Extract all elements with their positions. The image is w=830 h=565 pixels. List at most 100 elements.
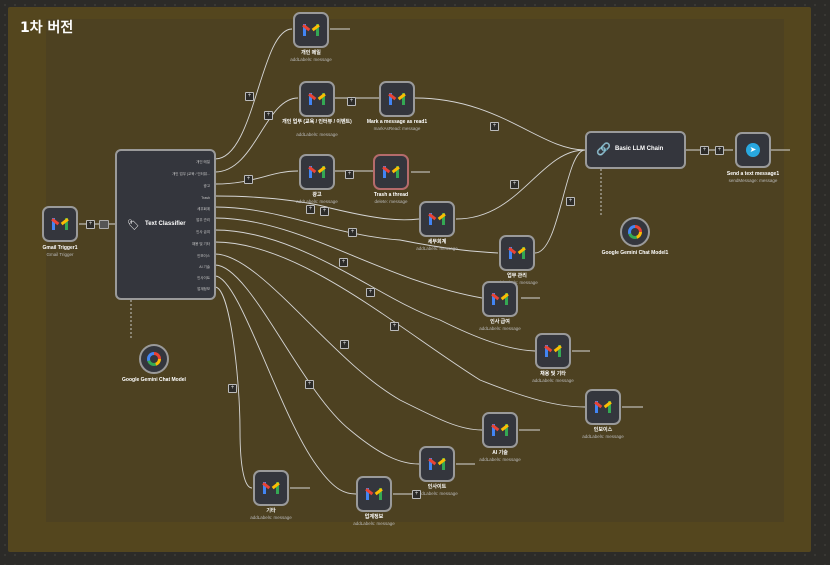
- plus-icon[interactable]: +: [700, 146, 709, 155]
- gmail-node-label: Mark a message as read1: [366, 119, 428, 125]
- gmail-trigger-node[interactable]: [42, 206, 78, 242]
- gemini-model-node[interactable]: [139, 344, 169, 374]
- gemini-icon: [628, 225, 642, 239]
- plus-icon[interactable]: +: [347, 97, 356, 106]
- gmail-node[interactable]: [585, 389, 621, 425]
- gmail-node-label: 업계정보: [364, 514, 384, 520]
- classifier-output-label: 개인 업무 (교육 / 인터뷰...: [172, 172, 210, 176]
- telegram-node[interactable]: ➤: [735, 132, 771, 168]
- gmail-node-sub: addLabels: message: [250, 515, 292, 520]
- link-icon: 🔗: [596, 142, 611, 156]
- gmail-node-label: 채용 및 기타: [540, 371, 566, 377]
- telegram-icon: ➤: [746, 143, 760, 157]
- gmail-icon: [428, 458, 446, 470]
- gmail-node-label: Trash a thread: [373, 192, 409, 198]
- gmail-icon: [382, 166, 400, 178]
- plus-icon[interactable]: +: [490, 122, 499, 131]
- plus-icon[interactable]: +: [264, 111, 273, 120]
- plus-icon[interactable]: +: [510, 180, 519, 189]
- gmail-node-sub: addLabels: message: [582, 434, 624, 439]
- gmail-node[interactable]: [535, 333, 571, 369]
- gmail-node-sub: delete: message: [374, 199, 408, 204]
- gmail-node-sub: markAsRead: message: [373, 126, 421, 131]
- gmail-icon: [308, 93, 326, 105]
- gmail-node[interactable]: [482, 281, 518, 317]
- gmail-icon: [491, 424, 509, 436]
- gmail-node-label: 업무 관리: [507, 273, 527, 279]
- gemini-model1-label: Google Gemini Chat Model1: [601, 250, 669, 256]
- gmail-node-sub: addLabels: message: [479, 326, 521, 331]
- gmail-node[interactable]: [293, 12, 329, 48]
- gmail-icon: [491, 293, 509, 305]
- gmail-node[interactable]: [356, 476, 392, 512]
- gmail-node-sub: addLabels: message: [296, 199, 338, 204]
- gmail-node[interactable]: [373, 154, 409, 190]
- gmail-node-label: 세무회계: [427, 239, 447, 245]
- gmail-node[interactable]: [299, 154, 335, 190]
- plus-icon[interactable]: +: [244, 175, 253, 184]
- tag-icon: 🏷: [127, 220, 140, 231]
- classifier-output-label: 개인 메일: [196, 160, 210, 164]
- gmail-node[interactable]: [499, 235, 535, 271]
- gemini-icon: [147, 352, 161, 366]
- plus-icon[interactable]: +: [345, 170, 354, 179]
- add-node-button[interactable]: [99, 220, 109, 229]
- gmail-node[interactable]: [482, 412, 518, 448]
- gmail-node[interactable]: [419, 201, 455, 237]
- gemini-model-label: Google Gemini Chat Model: [122, 377, 186, 383]
- gmail-node[interactable]: [379, 81, 415, 117]
- plus-icon[interactable]: +: [412, 490, 421, 499]
- classifier-output-label: 인사 급여: [196, 230, 210, 234]
- classifier-output-label: 채용 및 기타: [191, 242, 210, 246]
- plus-icon[interactable]: +: [390, 322, 399, 331]
- plus-icon[interactable]: +: [348, 228, 357, 237]
- gmail-node-label: 인사이트: [427, 484, 447, 490]
- gmail-icon: [388, 93, 406, 105]
- gemini-model1-node[interactable]: [620, 217, 650, 247]
- plus-icon[interactable]: +: [566, 197, 575, 206]
- plus-icon[interactable]: +: [228, 384, 237, 393]
- plus-icon[interactable]: +: [715, 146, 724, 155]
- gmail-node-sub: addLabels: message: [416, 246, 458, 251]
- basic-llm-chain-label: Basic LLM Chain: [615, 146, 664, 152]
- plus-icon[interactable]: +: [306, 205, 315, 214]
- sticky-title: 1차 버전: [20, 20, 74, 36]
- gmail-icon: [51, 218, 69, 230]
- gmail-trigger-sub: Gmail Trigger: [46, 252, 74, 257]
- classifier-output-label: 인보이스: [197, 254, 210, 258]
- classifier-output-label: Trash: [201, 196, 210, 200]
- gmail-node-sub: addLabels: message: [416, 491, 458, 496]
- gmail-icon: [262, 482, 280, 494]
- gmail-node-label: 광고: [312, 192, 322, 198]
- gmail-icon: [508, 247, 526, 259]
- plus-icon[interactable]: +: [245, 92, 254, 101]
- gmail-node[interactable]: [253, 470, 289, 506]
- plus-icon[interactable]: +: [339, 258, 348, 267]
- gmail-icon: [544, 345, 562, 357]
- gmail-icon: [365, 488, 383, 500]
- gmail-node-label: 기타: [266, 508, 276, 514]
- basic-llm-chain-node[interactable]: 🔗 Basic LLM Chain: [585, 131, 686, 169]
- gmail-node-sub: addLabels: message: [479, 457, 521, 462]
- gmail-icon: [308, 166, 326, 178]
- text-classifier-node[interactable]: 🏷 Text Classifier 개인 메일 개인 업무 (교육 / 인터뷰.…: [115, 149, 216, 300]
- gmail-node[interactable]: [299, 81, 335, 117]
- plus-icon[interactable]: +: [340, 340, 349, 349]
- classifier-output-label: 광고: [203, 184, 210, 188]
- plus-icon[interactable]: +: [305, 380, 314, 389]
- plus-icon[interactable]: +: [320, 207, 329, 216]
- classifier-output-label: AI 기술: [199, 265, 210, 269]
- gmail-node-sub: addLabels: message: [290, 57, 332, 62]
- gmail-node-label: 인보이스: [593, 427, 613, 433]
- telegram-sub: sendMessage: message: [728, 178, 778, 183]
- gmail-node[interactable]: [419, 446, 455, 482]
- classifier-output-label: 업무 관리: [196, 218, 210, 222]
- plus-icon[interactable]: +: [366, 288, 375, 297]
- gmail-node-sub: addLabels: message: [532, 378, 574, 383]
- gmail-icon: [428, 213, 446, 225]
- classifier-output-label: 인사이트: [197, 276, 210, 280]
- gmail-node-label: 개인 메일: [301, 50, 321, 56]
- gmail-icon: [302, 24, 320, 36]
- plus-icon[interactable]: +: [86, 220, 95, 229]
